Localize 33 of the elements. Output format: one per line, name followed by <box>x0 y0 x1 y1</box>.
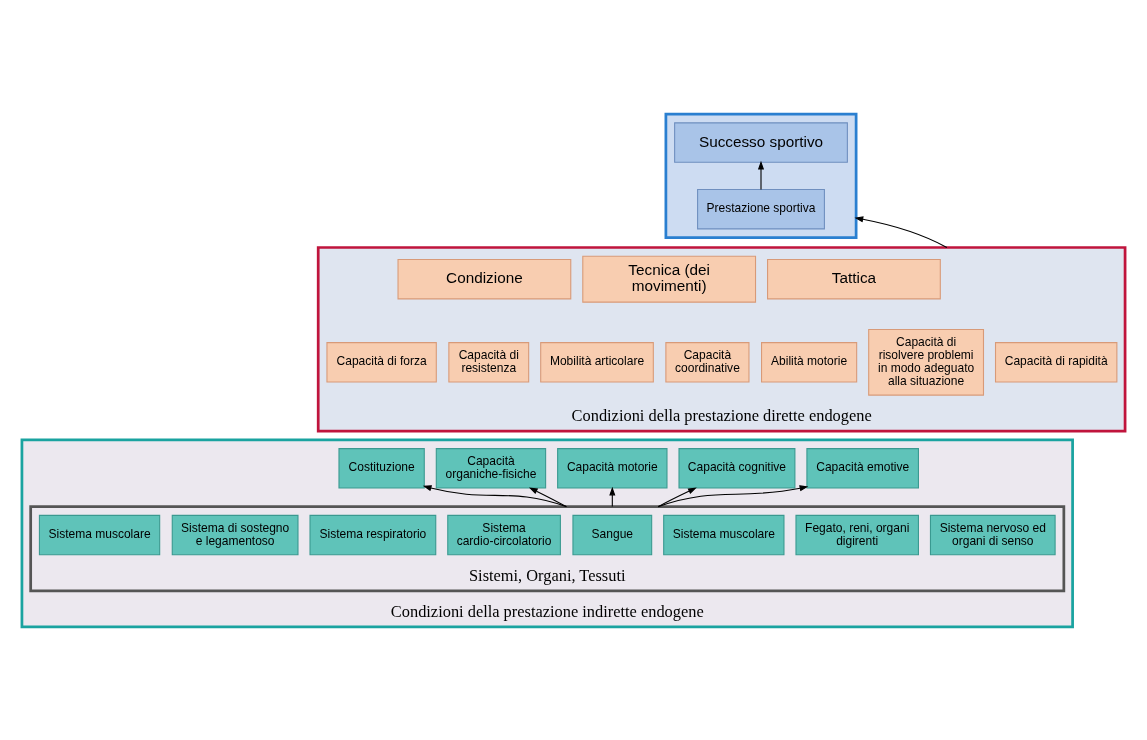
node-box: Capacità organiche-fisiche <box>435 447 547 489</box>
node-box: Capacità di forza <box>326 341 437 383</box>
node-box: Capacità di rapidità <box>994 341 1118 383</box>
node-box: Sistema muscolare <box>38 514 161 555</box>
node-box: Prestazione sportiva <box>697 188 825 229</box>
arrow <box>757 160 765 190</box>
node-box: Capacità emotive <box>806 447 919 489</box>
node-box: Capacità coordinative <box>665 341 750 383</box>
node-box: Sistema nervoso ed organi di senso <box>929 514 1056 555</box>
arrow <box>854 215 948 248</box>
node-box: Capacità di resistenza <box>448 341 530 383</box>
node-box: Fegato, reni, organi digirenti <box>795 514 919 555</box>
node-box: Sistema cardio-circolatorio <box>447 514 561 555</box>
arrow <box>422 484 567 507</box>
node-box: Costituzione <box>338 447 425 489</box>
node-box: Sistema muscolare <box>663 514 785 555</box>
node-box: Tattica <box>767 258 941 299</box>
node-box: Abilità motorie <box>761 341 858 383</box>
arrow <box>609 486 616 507</box>
node-box: Successo sportivo <box>674 121 848 163</box>
node-box: Capacità cognitive <box>678 447 796 489</box>
node-box: Capacità di risolvere problemi in modo adeguato alla situazione <box>868 328 985 396</box>
node-box: Sangue <box>572 514 653 555</box>
node-box: Sistema respiratorio <box>309 514 437 555</box>
arrow <box>657 484 809 507</box>
node-box: Sistema di sostegno e legamentoso <box>171 514 299 555</box>
node-box: Tecnica (dei movimenti) <box>582 255 757 303</box>
arrow <box>657 487 697 507</box>
arrow <box>528 486 567 507</box>
node-box: Capacità motorie <box>557 447 668 489</box>
cluster <box>664 112 858 239</box>
node-box: Mobilità articolare <box>540 341 654 383</box>
node-box: Condizione <box>397 258 572 299</box>
